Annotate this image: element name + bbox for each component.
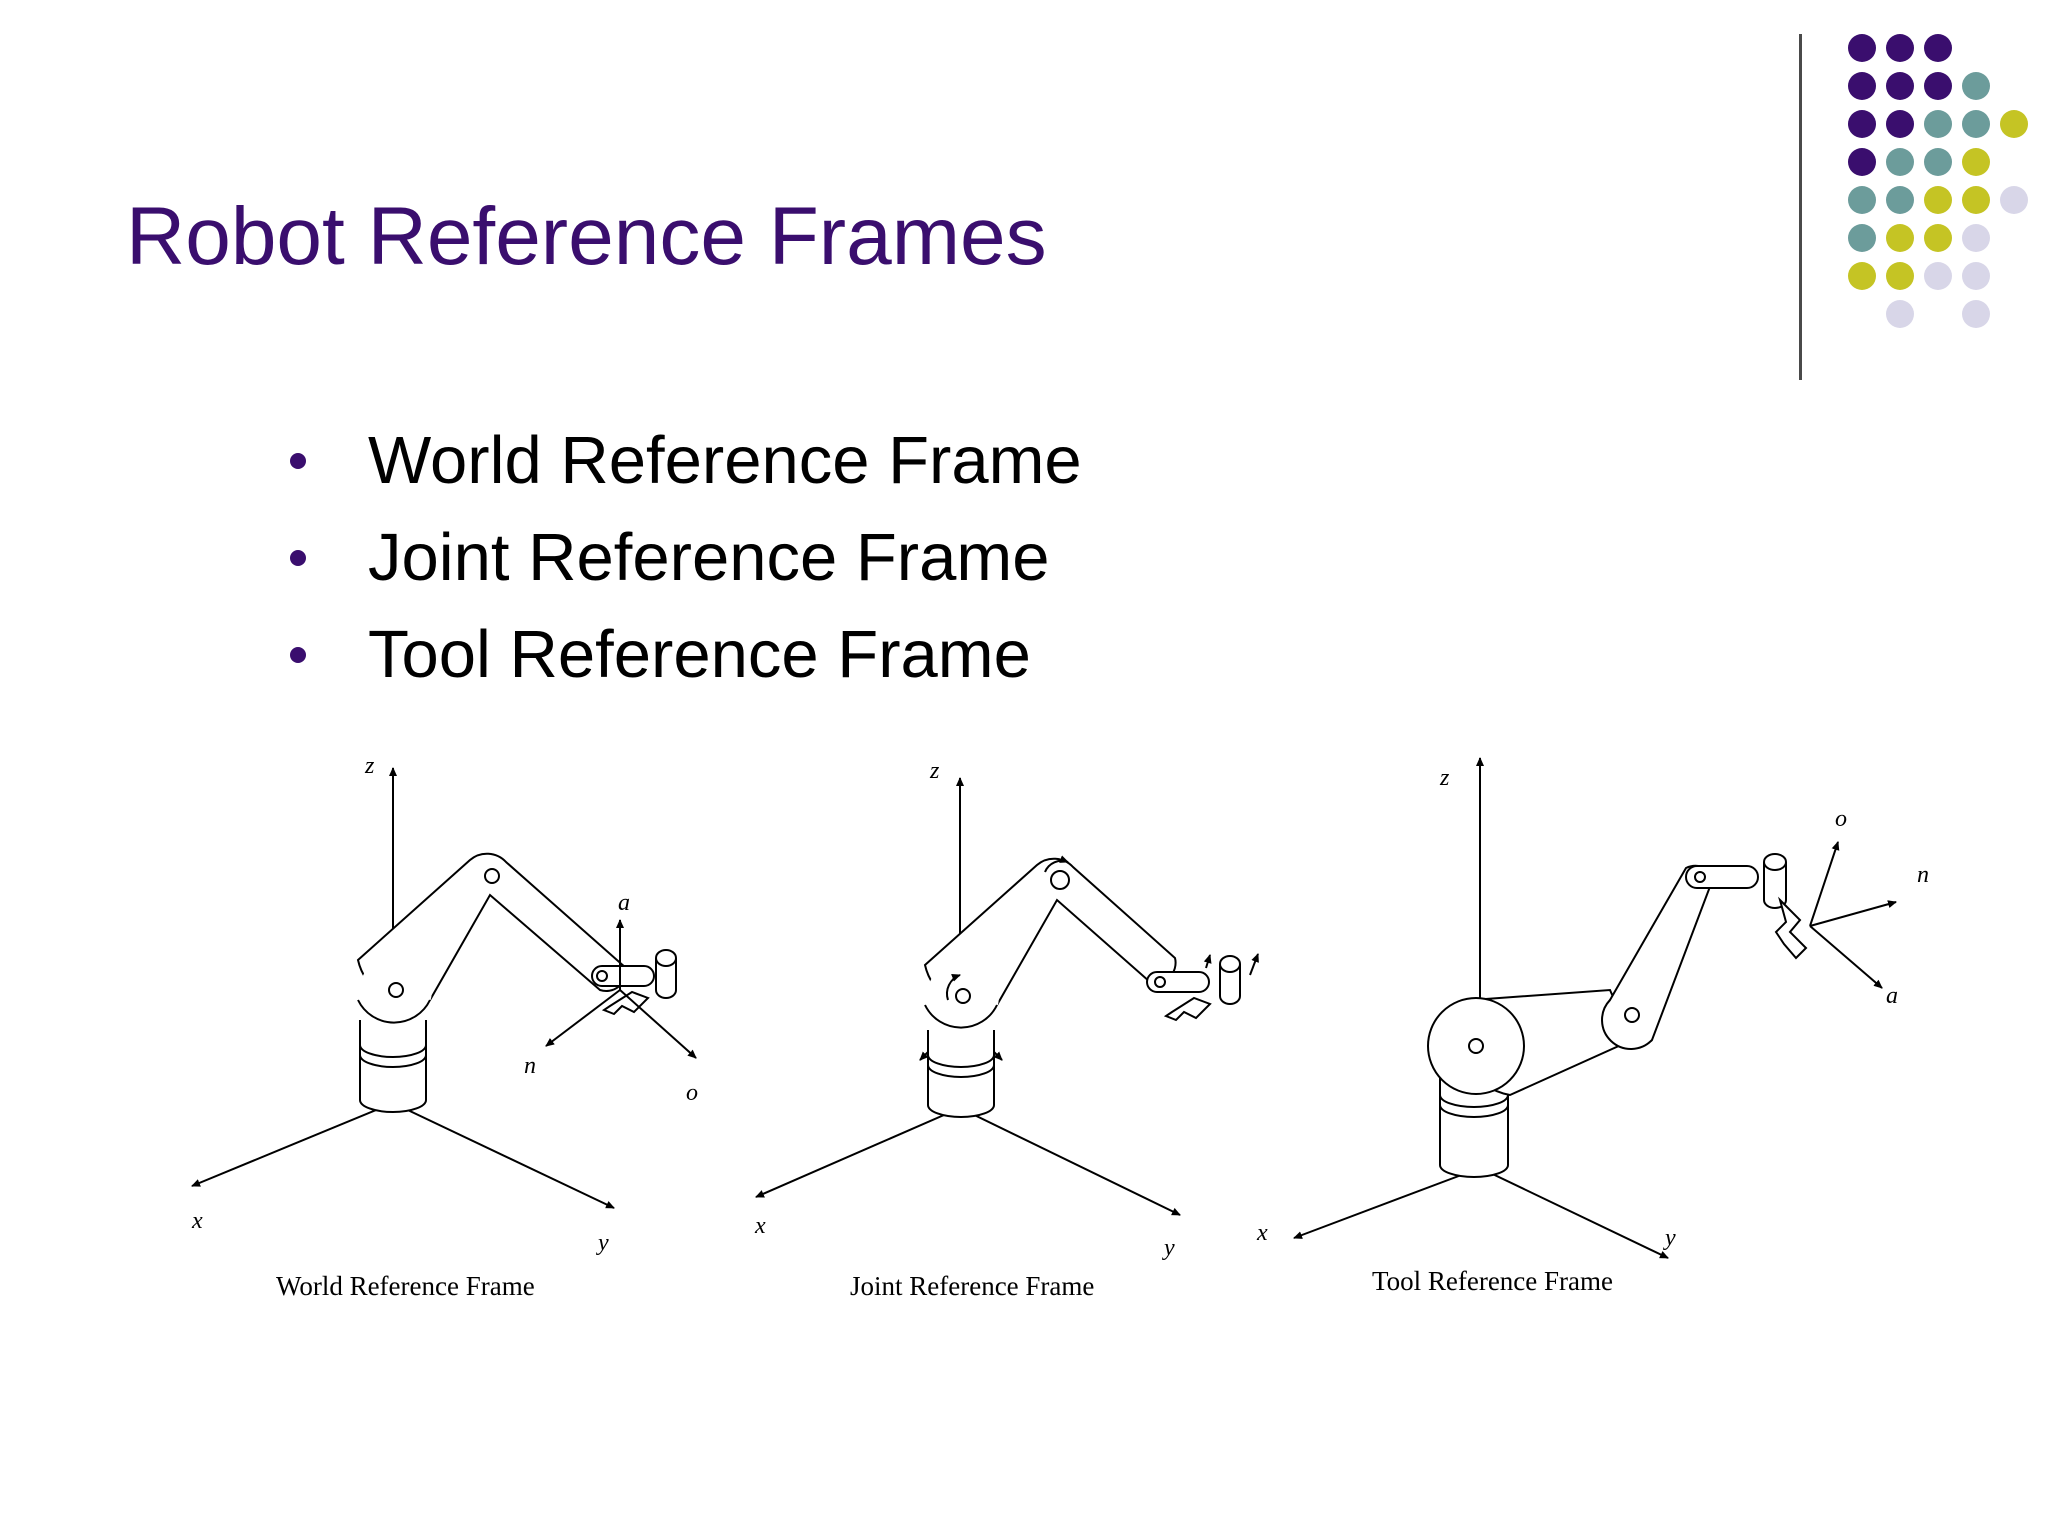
- decorative-dot: [1924, 34, 1952, 62]
- joint-frame-diagram: [755, 777, 1259, 1216]
- fig3-z-label: z: [1439, 765, 1450, 791]
- decorative-dot: [1848, 186, 1876, 214]
- decorative-dot: [2000, 186, 2028, 214]
- bullet-text: World Reference Frame: [368, 423, 1082, 498]
- decorative-dot: [1962, 110, 1990, 138]
- fig2-y-label: y: [1162, 1235, 1175, 1261]
- fig3-y-label: y: [1663, 1225, 1676, 1251]
- decorative-dot: [1962, 148, 1990, 176]
- decorative-dot: [1886, 224, 1914, 252]
- decorative-dot: [1924, 148, 1952, 176]
- fig3-x-label: x: [1256, 1220, 1268, 1246]
- fig2-x-label: x: [754, 1213, 766, 1239]
- fig3-caption: Tool Reference Frame: [1372, 1266, 1613, 1296]
- decorative-dot: [1886, 148, 1914, 176]
- decorative-dot: [1924, 186, 1952, 214]
- decorative-dot: [1962, 186, 1990, 214]
- decorative-dot: [1848, 224, 1876, 252]
- world-frame-diagram: [191, 767, 697, 1209]
- fig1-caption: World Reference Frame: [276, 1271, 535, 1301]
- decorative-dot: [1962, 224, 1990, 252]
- bullet-list: World Reference Frame Joint Reference Fr…: [290, 412, 1082, 703]
- bullet-dot-icon: [290, 647, 306, 664]
- fig1-o-label: o: [686, 1080, 698, 1106]
- fig1-n-label: n: [524, 1053, 536, 1079]
- decorative-dot: [1924, 262, 1952, 290]
- bullet-item: Tool Reference Frame: [290, 606, 1082, 703]
- decorative-dot: [1924, 72, 1952, 100]
- tool-frame-diagram: [1293, 757, 1897, 1259]
- robot-frames-figure: z x y a n o World Reference Frame z x y …: [191, 753, 1929, 1301]
- decorative-dot: [1848, 110, 1876, 138]
- fig1-a-label: a: [618, 890, 630, 916]
- title-divider-line: [1799, 34, 1802, 380]
- decorative-dot: [1886, 300, 1914, 328]
- fig1-x-label: x: [191, 1208, 203, 1234]
- fig1-z-label: z: [364, 753, 375, 779]
- decorative-dot: [1962, 72, 1990, 100]
- decorative-dot: [2000, 110, 2028, 138]
- decorative-dot-grid: [1848, 34, 2028, 328]
- decorative-dot: [1886, 34, 1914, 62]
- decorative-dot: [1848, 262, 1876, 290]
- bullet-text: Tool Reference Frame: [368, 617, 1031, 692]
- bullet-dot-icon: [290, 453, 306, 470]
- bullet-text: Joint Reference Frame: [368, 520, 1050, 595]
- fig1-y-label: y: [596, 1230, 609, 1256]
- bullet-item: World Reference Frame: [290, 412, 1082, 509]
- fig3-a-label: a: [1886, 983, 1898, 1009]
- decorative-dot: [1924, 110, 1952, 138]
- fig2-z-label: z: [929, 758, 940, 784]
- fig3-n-label: n: [1917, 862, 1929, 888]
- decorative-dot: [1848, 34, 1876, 62]
- fig2-caption: Joint Reference Frame: [850, 1271, 1094, 1301]
- decorative-dot: [1886, 186, 1914, 214]
- bullet-item: Joint Reference Frame: [290, 509, 1082, 606]
- decorative-dot: [1886, 110, 1914, 138]
- decorative-dot: [1962, 300, 1990, 328]
- decorative-dot: [1962, 262, 1990, 290]
- decorative-dot: [1848, 72, 1876, 100]
- decorative-dot: [1886, 72, 1914, 100]
- page-title: Robot Reference Frames: [126, 191, 1047, 282]
- decorative-dot: [1924, 224, 1952, 252]
- bullet-dot-icon: [290, 550, 306, 567]
- fig3-o-label: o: [1835, 806, 1847, 832]
- decorative-dot: [1848, 148, 1876, 176]
- decorative-dot: [1886, 262, 1914, 290]
